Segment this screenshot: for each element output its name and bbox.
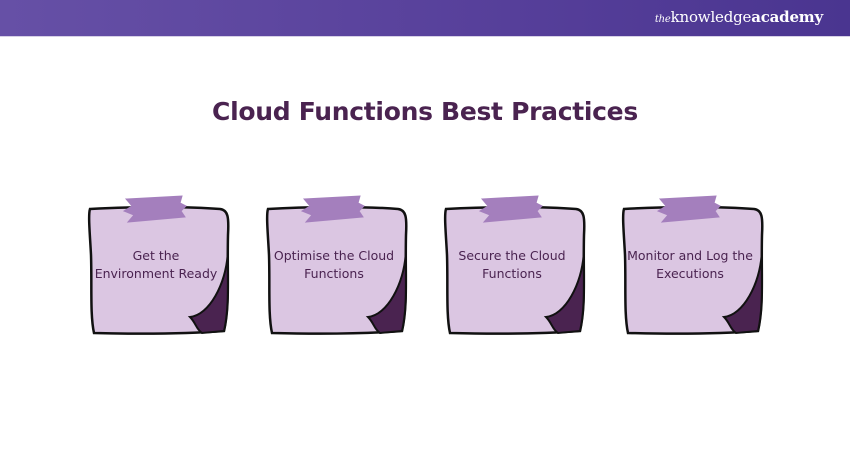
- page-title: Cloud Functions Best Practices: [212, 97, 638, 126]
- sticky-note-environment: Get the Environment Ready: [84, 195, 234, 340]
- note-label: Optimise the Cloud Functions: [273, 248, 395, 281]
- note-label: Monitor and Log the Executions: [627, 248, 753, 281]
- brand-logo[interactable]: theknowledgeacademy: [654, 8, 823, 26]
- header-bar: theknowledgeacademy: [0, 0, 850, 37]
- sticky-note-shape-icon: [87, 195, 230, 335]
- sticky-note-shape-icon: [265, 195, 408, 335]
- note-label: Get the Environment Ready: [94, 248, 218, 281]
- note-label: Secure the Cloud Functions: [458, 248, 566, 281]
- sticky-note-secure: Secure the Cloud Functions: [440, 195, 590, 340]
- sticky-note-shape-icon: [621, 195, 764, 335]
- sticky-note-optimise: Optimise the Cloud Functions: [262, 195, 412, 340]
- sticky-note-shape-icon: [443, 195, 586, 335]
- sticky-note-monitor: Monitor and Log the Executions: [618, 195, 768, 340]
